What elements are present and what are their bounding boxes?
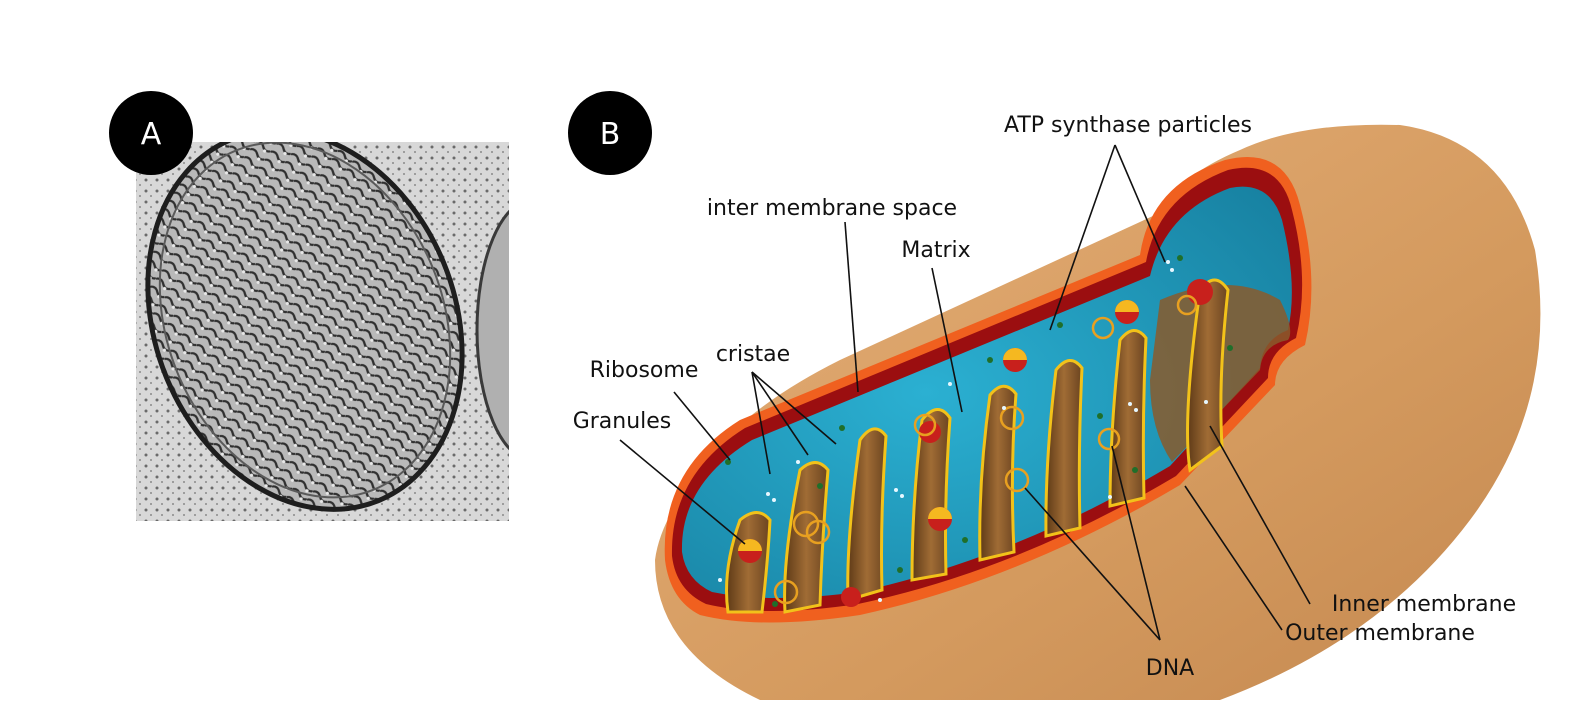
leader-dna-2 [1111,445,1161,641]
leader-dna-1 [1024,487,1161,641]
label-dna: DNA [1146,656,1194,681]
leader-cristae-1 [751,371,771,475]
leader-outer-membrane [1184,485,1283,631]
crista-fold [978,384,1018,562]
panel-a-badge: A [109,91,193,175]
crista-fold [846,427,888,602]
leader-atp-1 [1049,144,1116,331]
label-outer-membrane: Outer membrane [1285,621,1475,646]
label-inner-membrane: Inner membrane [1332,592,1516,617]
label-ribosome: Ribosome [590,358,699,383]
panel-a-badge-text: A [141,117,162,152]
leader-lines [619,144,1311,641]
label-cristae: cristae [716,342,790,367]
leader-atp-2 [1114,144,1166,263]
labels: ATP synthase particles inter membrane sp… [573,113,1516,681]
panel-b: B [568,91,1541,701]
mitochondrion-illustration [655,124,1541,701]
label-inter-membrane-space: inter membrane space [707,196,957,221]
matrix-region [681,186,1292,598]
leader-intermembrane [844,221,859,393]
crista-fold [1044,359,1084,538]
leader-cristae-2 [751,371,809,456]
atp-synthase-dots [718,260,1208,602]
ribosome-dots [725,255,1233,607]
electron-micrograph [136,142,509,521]
label-matrix: Matrix [901,238,970,263]
leader-inner-membrane [1209,425,1311,605]
leader-cristae-3 [751,371,837,445]
crista-fold [1108,329,1148,508]
leader-granules [619,439,746,545]
leader-matrix [931,267,963,413]
crista-fold [783,461,830,614]
dna-loops [773,294,1198,605]
panel-a: A [109,91,509,521]
crista-fold [1186,278,1230,473]
panel-b-badge-text: B [600,117,621,152]
panel-b-badge: B [568,91,652,175]
label-atp-synthase: ATP synthase particles [1004,113,1252,138]
label-granules: Granules [573,409,672,434]
cristae-folds [725,278,1230,614]
leader-ribosome [673,391,731,461]
